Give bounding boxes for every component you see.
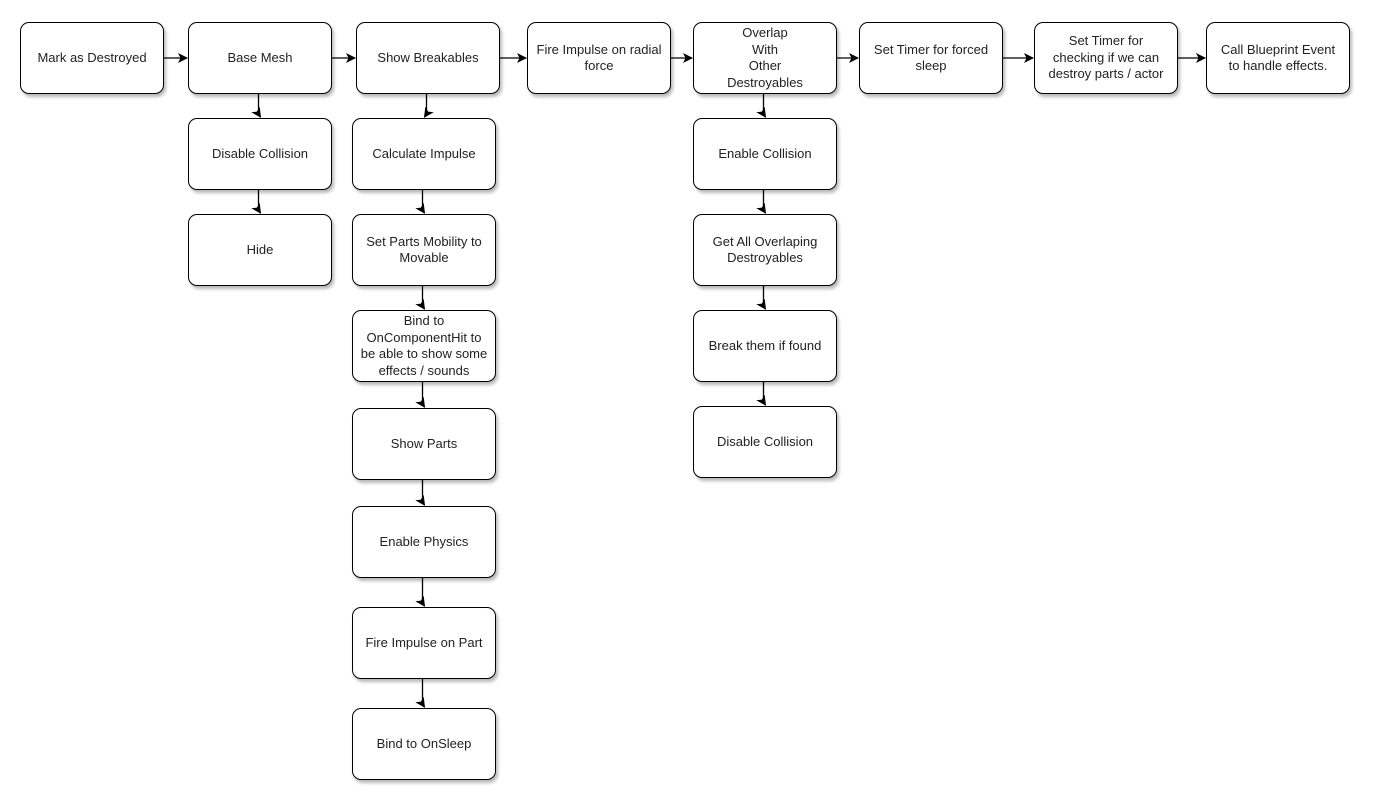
arrow-set_parts_mobility-to-bind_oncomponenthit bbox=[415, 286, 426, 310]
node-calculate-impulse[interactable]: Calculate Impulse bbox=[352, 118, 496, 190]
arrow-fire_impulse_part-to-bind_onsleep bbox=[415, 679, 426, 708]
arrow-break_them-to-disable_collision_2 bbox=[756, 382, 767, 406]
arrow-base_mesh-to-disable_collision_1 bbox=[251, 94, 262, 118]
node-overlap-with-other-destroyables[interactable]: Overlap With Other Destroyables bbox=[693, 22, 837, 94]
node-disable-collision-overlap[interactable]: Disable Collision bbox=[693, 406, 837, 478]
node-fire-impulse-radial-force[interactable]: Fire Impulse on radial force bbox=[527, 22, 671, 94]
arrow-overlap-to-enable_collision bbox=[756, 94, 767, 118]
arrow-show_breakables-to-calculate_impulse bbox=[423, 94, 434, 118]
node-bind-to-onsleep[interactable]: Bind to OnSleep bbox=[352, 708, 496, 780]
node-show-breakables[interactable]: Show Breakables bbox=[356, 22, 500, 94]
node-break-them-if-found[interactable]: Break them if found bbox=[693, 310, 837, 382]
node-disable-collision[interactable]: Disable Collision bbox=[188, 118, 332, 190]
arrow-get_overlapping-to-break_them bbox=[756, 286, 767, 310]
node-set-timer-checking-destroy[interactable]: Set Timer for checking if we can destroy… bbox=[1034, 22, 1178, 94]
node-set-parts-mobility[interactable]: Set Parts Mobility to Movable bbox=[352, 214, 496, 286]
node-bind-oncomponenthit[interactable]: Bind to OnComponentHit to be able to sho… bbox=[352, 310, 496, 382]
arrow-enable_physics-to-fire_impulse_part bbox=[415, 578, 426, 607]
node-set-timer-forced-sleep[interactable]: Set Timer for forced sleep bbox=[859, 22, 1003, 94]
arrow-bind_oncomponenthit-to-show_parts bbox=[415, 382, 426, 408]
node-call-blueprint-event[interactable]: Call Blueprint Event to handle effects. bbox=[1206, 22, 1350, 94]
node-enable-physics[interactable]: Enable Physics bbox=[352, 506, 496, 578]
arrow-show_parts-to-enable_physics bbox=[415, 480, 426, 506]
node-mark-as-destroyed[interactable]: Mark as Destroyed bbox=[20, 22, 164, 94]
node-get-all-overlaping-destroyables[interactable]: Get All Overlaping Destroyables bbox=[693, 214, 837, 286]
node-fire-impulse-on-part[interactable]: Fire Impulse on Part bbox=[352, 607, 496, 679]
arrow-disable_collision_1-to-hide bbox=[251, 190, 262, 214]
node-show-parts[interactable]: Show Parts bbox=[352, 408, 496, 480]
node-enable-collision[interactable]: Enable Collision bbox=[693, 118, 837, 190]
node-hide[interactable]: Hide bbox=[188, 214, 332, 286]
node-base-mesh[interactable]: Base Mesh bbox=[188, 22, 332, 94]
arrow-calculate_impulse-to-set_parts_mobility bbox=[415, 190, 426, 214]
arrow-enable_collision-to-get_overlapping bbox=[756, 190, 767, 214]
